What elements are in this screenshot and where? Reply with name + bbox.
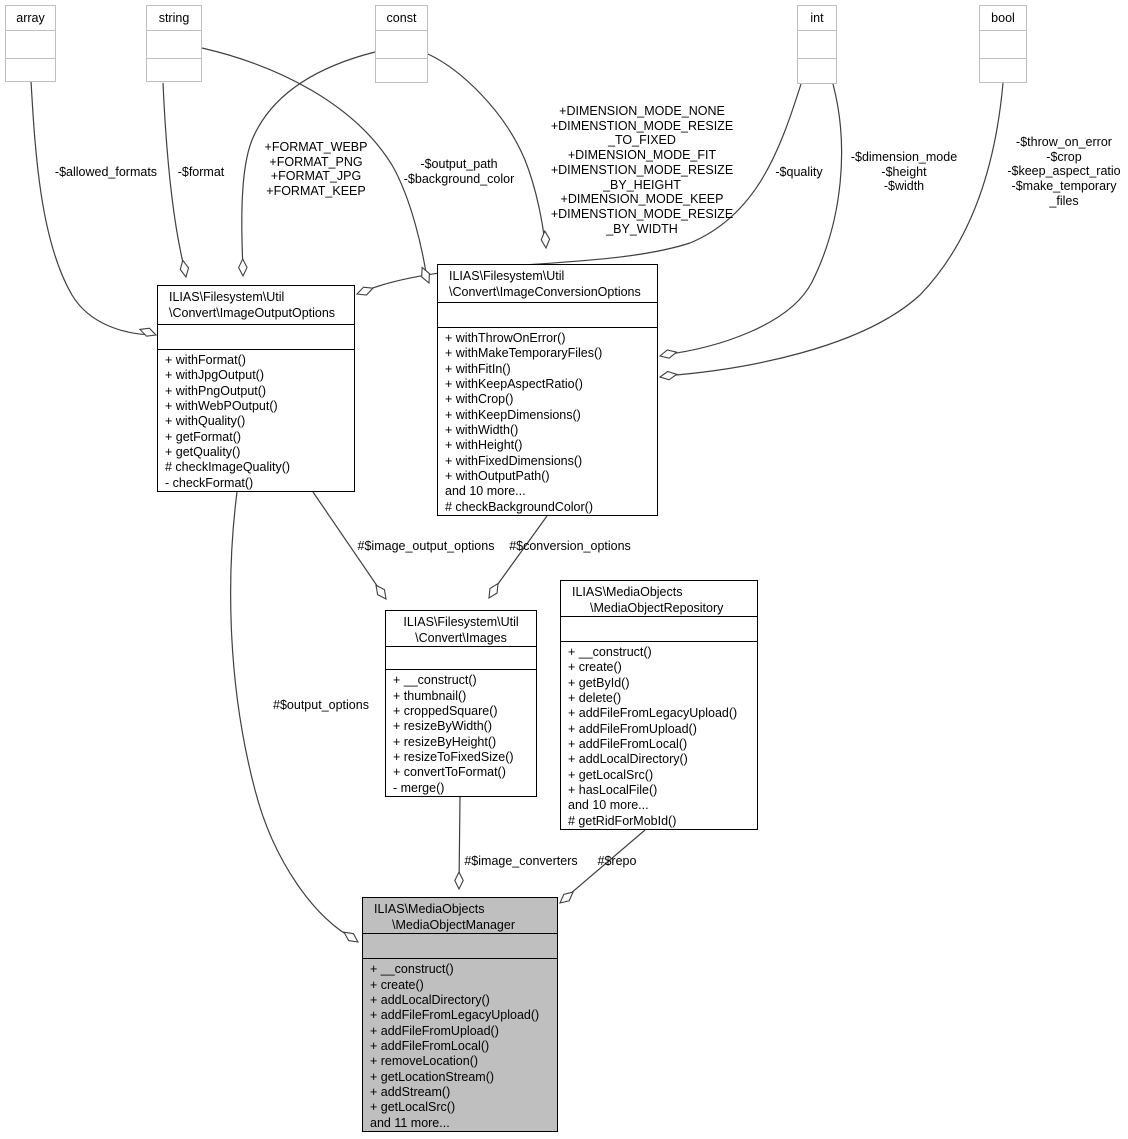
class-title: ILIAS\Filesystem\Util \Convert\Images (386, 611, 536, 648)
class-node-media-object-manager[interactable]: ILIAS\MediaObjects \MediaObjectManager +… (362, 897, 558, 1132)
edge-images-to-manager (458, 796, 461, 888)
aggregation-diamond (375, 584, 387, 601)
aggregation-diamond (658, 349, 678, 359)
edge-label-output-options: #$output_options (273, 698, 369, 712)
edge-label-image-output-options: #$image_output_options (357, 539, 495, 553)
aggregation-diamond (138, 327, 158, 337)
edge-label-dimension-fields: -$dimension_mode -$height -$width (850, 150, 958, 194)
aggregation-diamond (454, 870, 464, 891)
class-node-image-output-options[interactable]: ILIAS\Filesystem\Util \Convert\ImageOutp… (157, 285, 355, 492)
class-node-images[interactable]: ILIAS\Filesystem\Util \Convert\Images + … (385, 610, 537, 797)
type-node-string: string (146, 5, 202, 82)
class-methods: + withFormat() + withJpgOutput() + withP… (165, 352, 291, 490)
class-node-image-conversion-options[interactable]: ILIAS\Filesystem\Util \Convert\ImageConv… (437, 264, 658, 516)
class-methods: + __construct() + thumbnail() + croppedS… (393, 673, 514, 795)
edge-label-repo: #$repo (597, 854, 637, 868)
class-methods: + withThrowOnError() + withMakeTemporary… (445, 330, 603, 514)
edge-const-to-image-conversion-options (427, 53, 546, 245)
edge-label-format: -$format (177, 165, 225, 179)
class-title: ILIAS\Filesystem\Util \Convert\ImageOutp… (158, 286, 354, 326)
type-node-const: const (375, 5, 428, 83)
class-attributes-empty (363, 934, 557, 960)
type-node-label: int (798, 6, 836, 31)
type-node-label: string (147, 6, 201, 31)
class-attributes-empty (158, 325, 354, 350)
class-title: ILIAS\Filesystem\Util \Convert\ImageConv… (438, 265, 657, 304)
aggregation-diamond (658, 370, 679, 381)
edge-label-output-path: -$output_path -$background_color (403, 157, 515, 186)
edge-label-dimension-constants: +DIMENSION_MODE_NONE +DIMENSTION_MODE_RE… (550, 104, 734, 236)
edge-array-to-image-output-options (30, 80, 153, 336)
class-attributes-empty (438, 303, 657, 328)
edge-image-conversion-options-to-images (489, 515, 548, 596)
aggregation-diamond (238, 257, 248, 278)
edge-label-format-constants: +FORMAT_WEBP +FORMAT_PNG +FORMAT_JPG +FO… (264, 140, 368, 199)
aggregation-diamond (343, 931, 360, 943)
type-node-label: const (376, 6, 427, 31)
class-node-media-object-repository[interactable]: ILIAS\MediaObjects \MediaObjectRepositor… (560, 580, 758, 830)
class-title: ILIAS\MediaObjects \MediaObjectRepositor… (561, 581, 757, 618)
aggregation-diamond (179, 259, 190, 279)
class-attributes-empty (561, 617, 757, 642)
edge-label-allowed-formats: -$allowed_formats (54, 165, 158, 179)
type-node-array: array (5, 5, 56, 82)
class-methods: + __construct() + create() + addLocalDir… (370, 962, 540, 1130)
type-node-label: bool (980, 6, 1026, 31)
aggregation-diamond (488, 582, 499, 600)
edge-label-quality: -$quality (775, 165, 823, 179)
aggregation-diamond (421, 266, 430, 285)
type-node-int: int (797, 5, 837, 84)
class-methods: + __construct() + create() + getById() +… (568, 644, 738, 828)
edge-label-conversion-options: #$conversion_options (509, 539, 631, 553)
aggregation-diamond (355, 286, 375, 296)
aggregation-diamond (559, 891, 574, 904)
type-node-label: array (6, 6, 55, 31)
edge-label-bool-fields: -$throw_on_error -$crop -$keep_aspect_ra… (1007, 135, 1121, 208)
edge-image-output-options-to-manager (230, 491, 357, 941)
class-title: ILIAS\MediaObjects \MediaObjectManager (363, 898, 557, 935)
type-node-bool: bool (979, 5, 1027, 83)
edge-label-image-converters: #$image_converters (464, 854, 578, 868)
class-attributes-empty (386, 647, 536, 671)
